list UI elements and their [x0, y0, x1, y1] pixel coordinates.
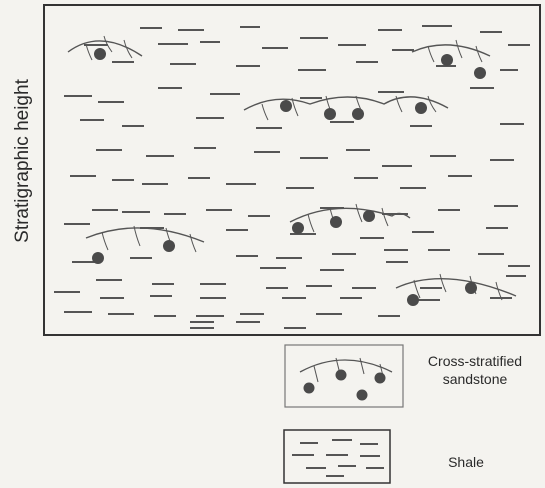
foreset-line — [355, 203, 363, 223]
foreset-line — [395, 95, 403, 113]
pebble-dot — [163, 240, 175, 252]
pebble-dot — [324, 108, 336, 120]
foreset-line — [307, 213, 315, 233]
pebble-dot — [352, 108, 364, 120]
legend-pebble-dot — [356, 389, 368, 401]
foreset-line — [455, 39, 463, 59]
pebble-dot — [363, 210, 375, 222]
foreset-line — [101, 231, 109, 251]
foreset-line — [495, 281, 503, 301]
lens-bounding-arc — [411, 44, 491, 57]
foreset-line — [291, 97, 299, 117]
sandstone-lens — [243, 95, 449, 121]
foreset-line — [439, 273, 447, 293]
pebble-dot — [465, 282, 477, 294]
shale-layer — [54, 25, 530, 329]
pebble-dot — [94, 48, 106, 60]
sandstone-lens — [85, 225, 205, 264]
pebble-dot — [415, 102, 427, 114]
foreset-line — [381, 207, 389, 227]
foreset-line — [189, 233, 197, 253]
lens-bounding-arc — [67, 40, 143, 57]
foreset-line — [85, 43, 93, 61]
legend-pebble-dot — [303, 382, 315, 394]
legend-sandstone-symbol — [284, 344, 404, 408]
foreset-line — [427, 95, 437, 113]
legend-pebble-dot — [374, 372, 386, 384]
lens-bounding-arc — [243, 96, 449, 111]
legend-shale-symbol — [283, 429, 391, 484]
pebble-dot — [292, 222, 304, 234]
pebble-dot — [92, 252, 104, 264]
foreset-line — [103, 35, 113, 53]
foreset-line — [475, 45, 483, 63]
sandstone-lens — [411, 39, 491, 79]
foreset-line — [413, 279, 421, 299]
pebble-dot — [474, 67, 486, 79]
foreset-line — [427, 45, 435, 63]
pebble-dot — [330, 216, 342, 228]
main-section-frame — [43, 4, 541, 336]
foreset-line — [123, 39, 133, 59]
legend-label-shale: Shale — [448, 454, 484, 470]
sandstone-lens — [289, 203, 411, 234]
lens-bounding-arc — [395, 277, 517, 297]
pebble-dot — [441, 54, 453, 66]
pebble-dot — [280, 100, 292, 112]
lens-bounding-arc — [289, 207, 411, 223]
sandstone-lens — [67, 35, 143, 61]
legend-lens-arc — [299, 359, 393, 373]
legend-foreset-line — [313, 365, 319, 383]
legend-foreset-line — [359, 357, 365, 375]
sandstone-lens — [395, 273, 517, 306]
lens-bounding-arc — [85, 227, 205, 243]
foreset-line — [133, 225, 141, 247]
legend-label-sandstone: Cross-stratified sandstone — [427, 353, 523, 387]
sandstone-lenses — [67, 35, 517, 306]
foreset-line — [261, 103, 269, 121]
pebble-dot — [407, 294, 419, 306]
legend-pebble-dot — [335, 369, 347, 381]
